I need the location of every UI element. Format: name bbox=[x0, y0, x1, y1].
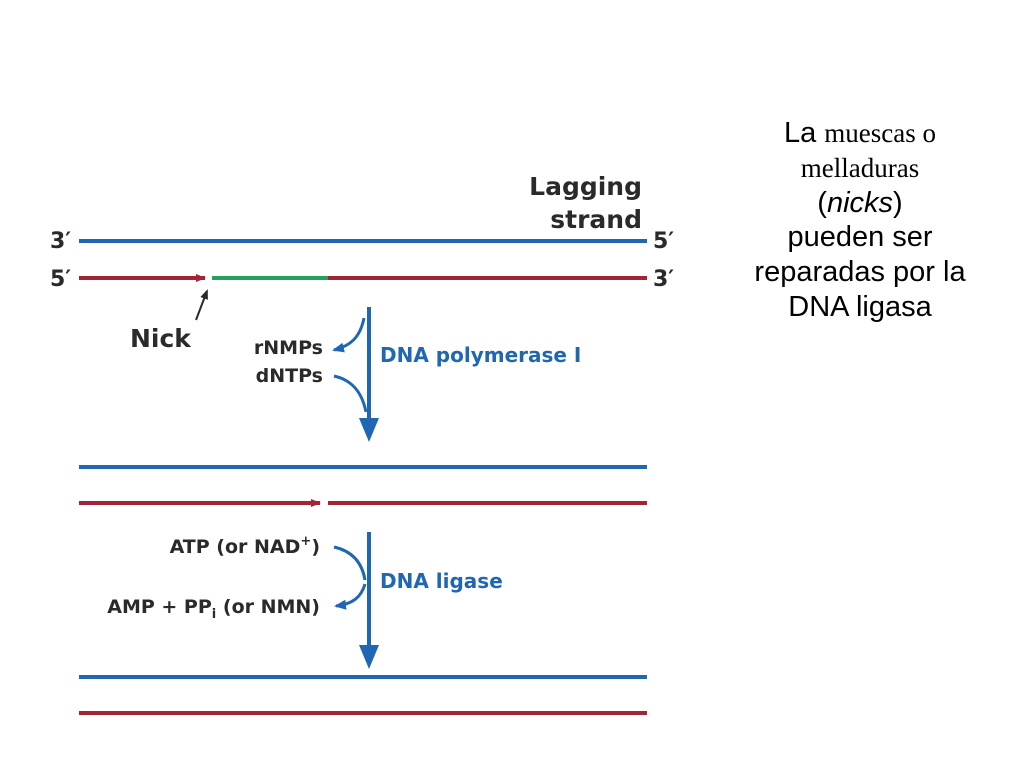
lagging-strand-title-line1: Lagging bbox=[529, 172, 642, 201]
blue-strand-left-label: 3′ bbox=[50, 229, 71, 254]
dntps-label: dNTPs bbox=[256, 365, 323, 387]
lagging-strand-title-line2: strand bbox=[550, 205, 642, 234]
blue-strand-right-label: 5′ bbox=[653, 229, 674, 254]
nick-label: Nick bbox=[130, 324, 192, 353]
caption-rest: pueden ser reparadas por la DNA ligasa bbox=[754, 221, 966, 323]
atp-label: ATP (or NAD+) bbox=[170, 534, 320, 558]
caption-word-la: La bbox=[783, 117, 817, 149]
rnmps-label: rNMPs bbox=[254, 337, 323, 359]
amp-release-arrow bbox=[334, 583, 367, 610]
rnmps-release-arrow bbox=[332, 317, 366, 353]
amp-label: AMP + PPi (or NMN) bbox=[107, 596, 320, 622]
caption-nicks-italic: nicks bbox=[826, 186, 894, 219]
caption-paren-close: ) bbox=[893, 186, 903, 219]
atp-entry-curve bbox=[333, 545, 367, 581]
dna-polymerase-label: DNA polymerase I bbox=[380, 343, 581, 367]
dna-ligase-label: DNA ligase bbox=[380, 569, 503, 593]
red-strand-left-label: 5′ bbox=[50, 267, 71, 292]
nick-pointer-arrow bbox=[195, 289, 208, 321]
slide-caption: La muescas o melladuras (nicks) pueden s… bbox=[740, 116, 980, 325]
caption-muescas: muescas o melladuras bbox=[800, 118, 937, 183]
dntps-entry-curve bbox=[333, 374, 368, 413]
red-strand-right-label: 3′ bbox=[653, 267, 674, 292]
caption-paren-open: ( bbox=[817, 186, 827, 219]
